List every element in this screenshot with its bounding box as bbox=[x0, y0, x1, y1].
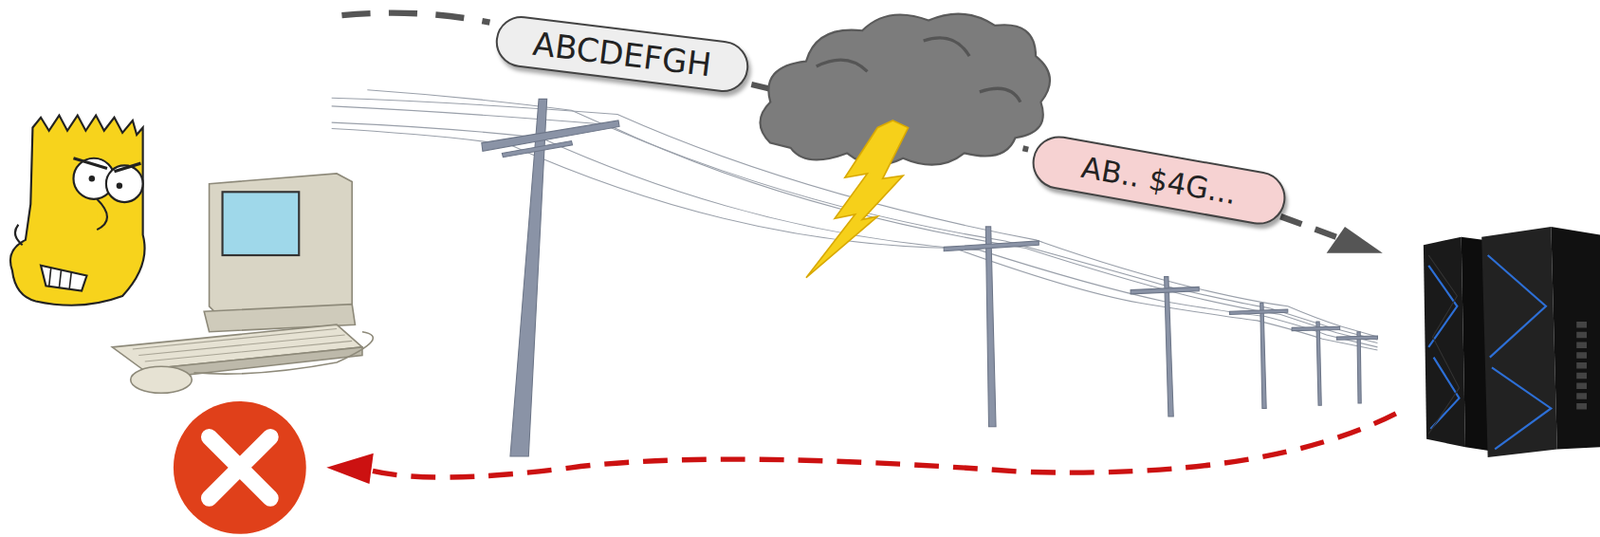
computer bbox=[111, 173, 373, 393]
arrow-head bbox=[1326, 226, 1383, 254]
character-head bbox=[10, 115, 146, 306]
error-icon bbox=[173, 401, 307, 534]
mainframe-server bbox=[1423, 226, 1600, 458]
pill-text: ABCDEFGH bbox=[531, 24, 714, 85]
dashed-arrow bbox=[1280, 216, 1347, 241]
pill-text: AB.. $4G... bbox=[1079, 149, 1240, 211]
arrow-head bbox=[326, 453, 373, 484]
lightning-bolt bbox=[806, 120, 909, 278]
text-pill: ABCDEFGH bbox=[493, 13, 753, 95]
storm-cloud bbox=[760, 14, 1050, 166]
return-arrow bbox=[367, 413, 1397, 478]
dashed-line bbox=[341, 13, 490, 23]
text-pill: AB.. $4G... bbox=[1028, 131, 1290, 229]
